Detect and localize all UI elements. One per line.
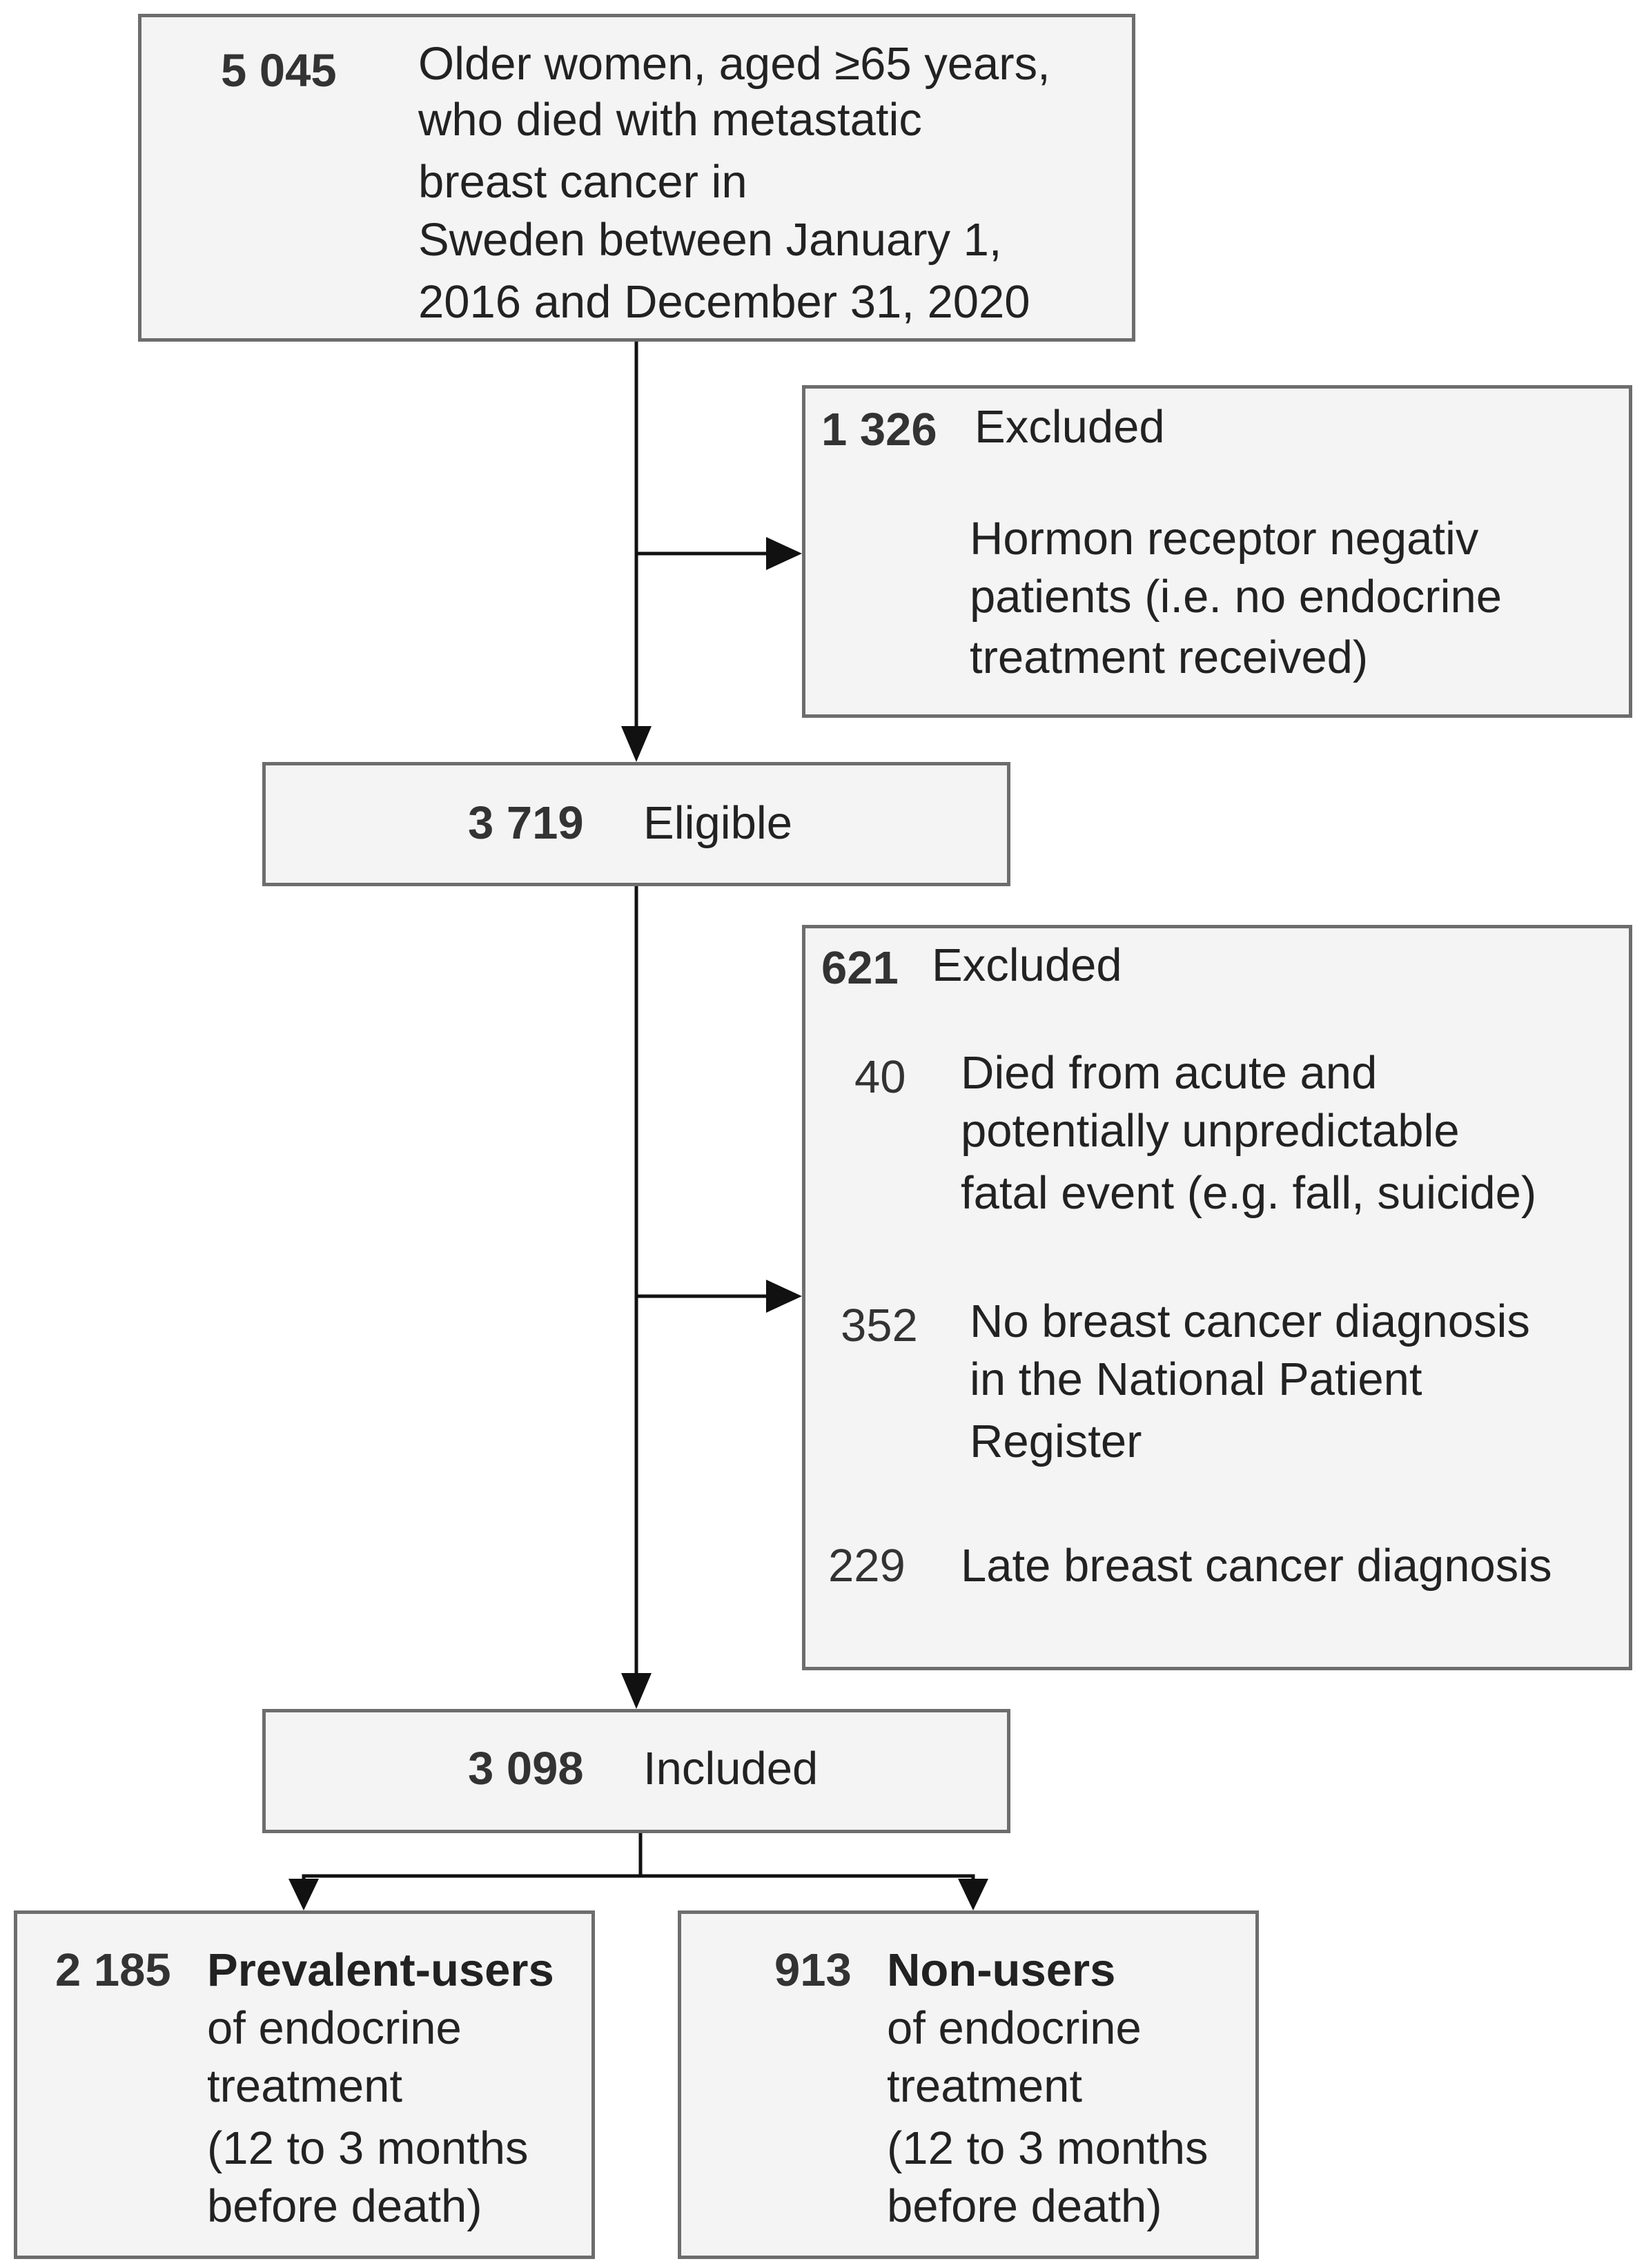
nonusers-line-1: of endocrine	[887, 2002, 1142, 2054]
arrowhead-included	[621, 1673, 652, 1709]
excluded-1-label: Excluded	[975, 401, 1165, 453]
reason-3-count: 229	[828, 1540, 906, 1592]
eligible-count: 3 719	[468, 797, 584, 849]
prevalent-line-4: before death)	[207, 2180, 482, 2232]
excluded-2-label: Excluded	[932, 939, 1122, 991]
prevalent-line-2: treatment	[207, 2060, 403, 2112]
nonusers-count: 913	[774, 1944, 852, 1996]
excluded-1-line-1: Hormon receptor negativ	[970, 513, 1479, 565]
population-count: 5 045	[221, 45, 337, 97]
arrowhead-nonusers	[958, 1879, 988, 1910]
reason-1-line-2: potentially unpredictable	[961, 1105, 1460, 1157]
population-box	[138, 14, 1135, 342]
included-box	[262, 1709, 1010, 1833]
excluded-box-2	[802, 925, 1632, 1670]
reason-2-line-3: Register	[970, 1416, 1142, 1467]
population-line-5: 2016 and December 31, 2020	[418, 276, 1030, 328]
eligible-label: Eligible	[643, 797, 793, 849]
split-connector-right	[640, 1874, 975, 1888]
split-connector	[302, 1832, 643, 1888]
arrowhead-eligible	[621, 726, 652, 762]
nonusers-line-4: before death)	[887, 2180, 1162, 2232]
population-line-4: Sweden between January 1,	[418, 214, 1002, 266]
nonusers-title: Non-users	[887, 1944, 1116, 1996]
prevalent-line-1: of endocrine	[207, 2002, 462, 2054]
included-label: Included	[643, 1743, 819, 1795]
included-count: 3 098	[468, 1743, 584, 1795]
population-line-1: Older women, aged ≥65 years,	[418, 38, 1050, 90]
arrowhead-prevalent	[288, 1879, 319, 1910]
prevalent-title: Prevalent-users	[207, 1944, 554, 1996]
reason-2-line-1: No breast cancer diagnosis	[970, 1296, 1530, 1347]
arrowhead-excluded2	[766, 1280, 802, 1313]
excluded-1-count: 1 326	[821, 404, 937, 456]
excluded-1-line-2: patients (i.e. no endocrine	[970, 571, 1502, 623]
nonusers-line-2: treatment	[887, 2060, 1083, 2112]
non-users-box	[678, 1910, 1259, 2259]
reason-3-line-1: Late breast cancer diagnosis	[961, 1540, 1552, 1592]
reason-1-line-1: Died from acute and	[961, 1047, 1378, 1099]
prevalent-line-3: (12 to 3 months	[207, 2122, 529, 2174]
excluded-box-1	[802, 385, 1632, 718]
nonusers-line-3: (12 to 3 months	[887, 2122, 1208, 2174]
arrowhead-excluded1	[766, 537, 802, 570]
population-line-2: who died with metastatic	[418, 94, 922, 146]
population-line-3: breast cancer in	[418, 156, 747, 208]
excluded-1-line-3: treatment received)	[970, 632, 1369, 683]
reason-1-line-3: fatal event (e.g. fall, suicide)	[961, 1167, 1537, 1219]
reason-1-count: 40	[854, 1051, 906, 1103]
reason-2-line-2: in the National Patient	[970, 1353, 1422, 1405]
eligible-box	[262, 762, 1010, 886]
prevalent-count: 2 185	[55, 1944, 171, 1996]
prevalent-users-box	[14, 1910, 595, 2259]
excluded-2-count: 621	[821, 942, 899, 994]
reason-2-count: 352	[841, 1300, 918, 1351]
